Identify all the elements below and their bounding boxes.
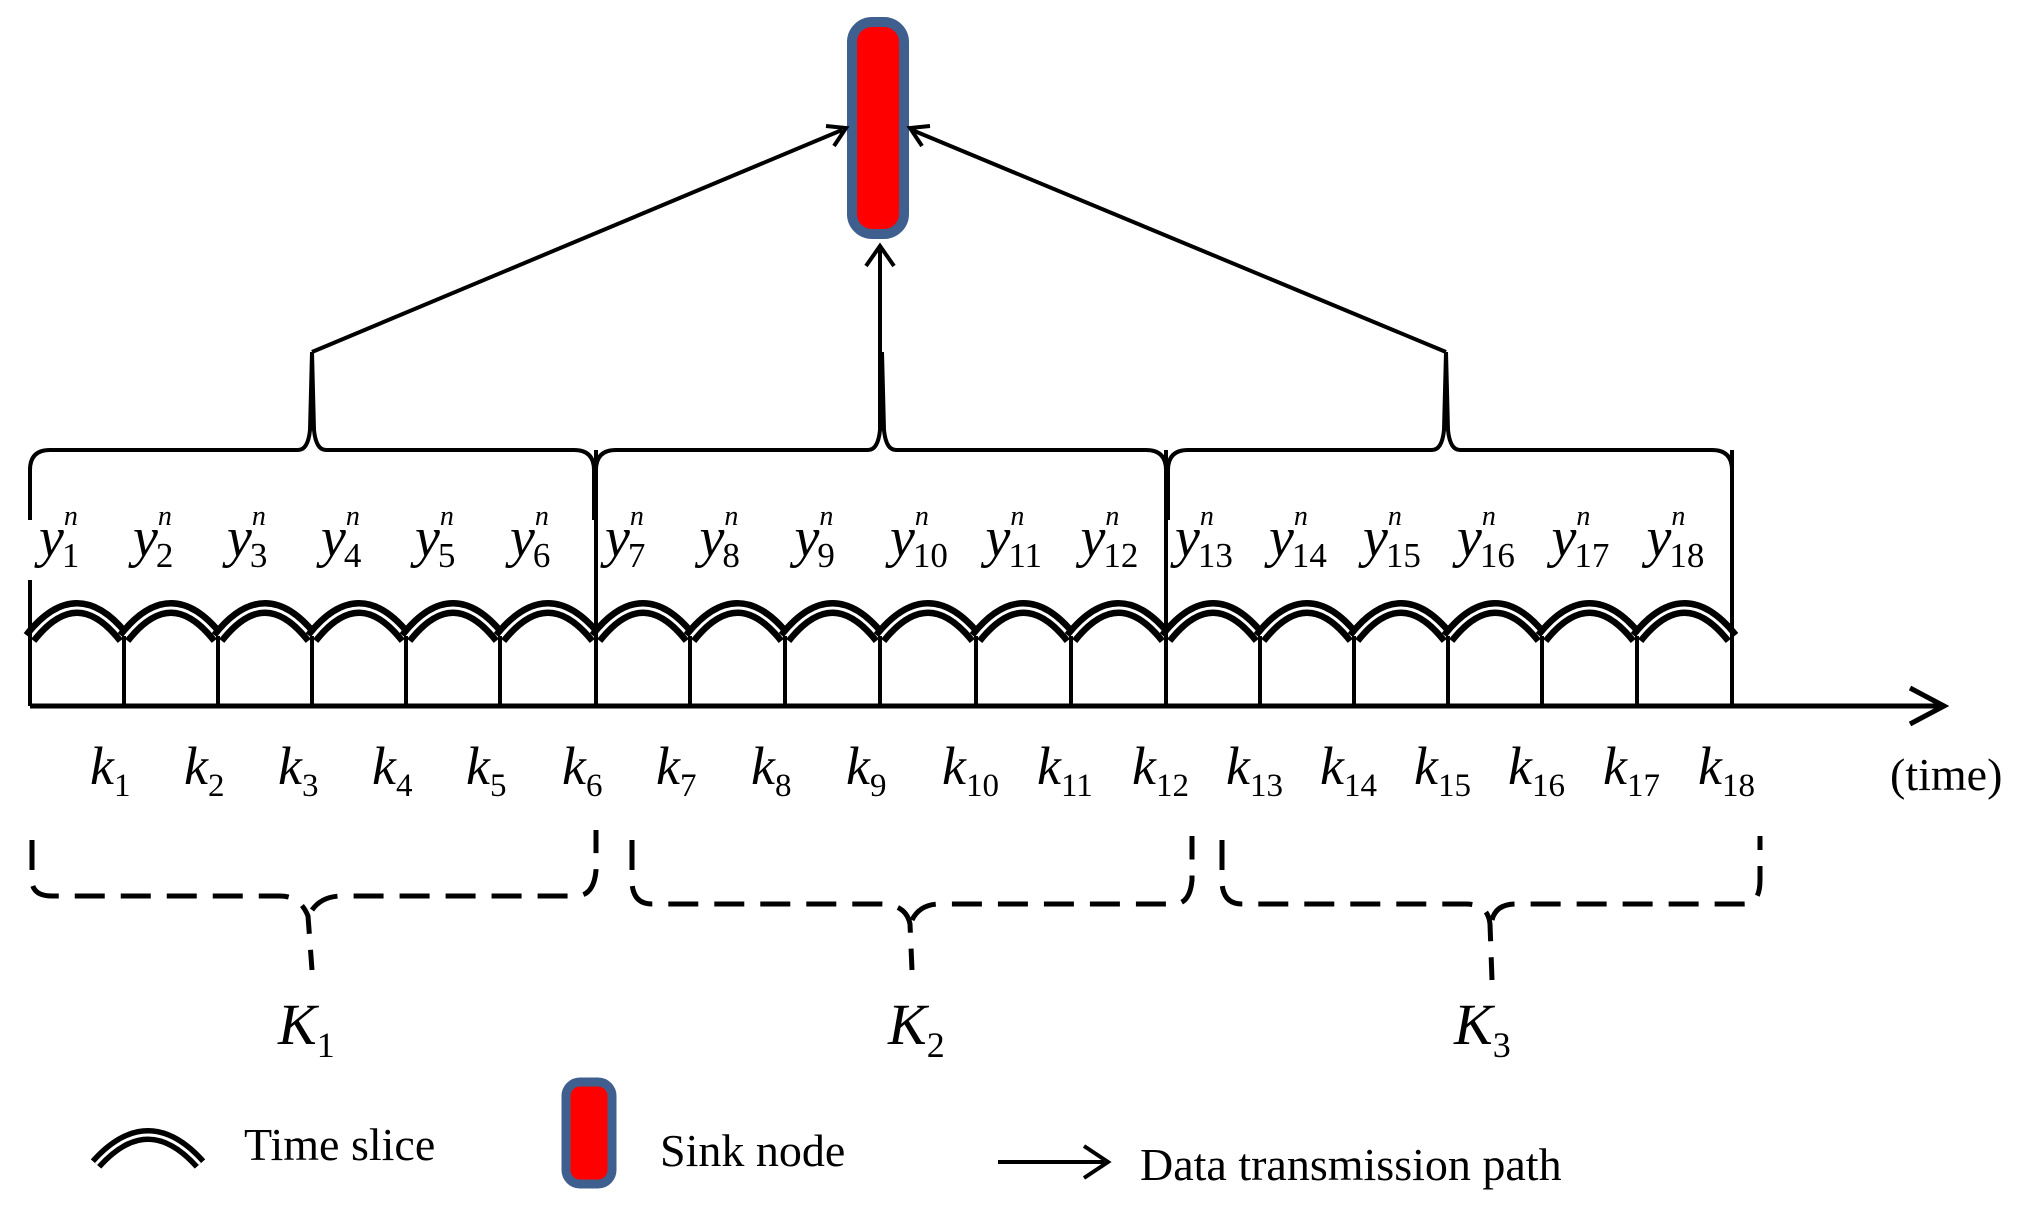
legend-sink-node-label: Sink node (660, 1125, 845, 1176)
legend-sink-node-icon (561, 1077, 617, 1189)
brace-group-1 (28, 351, 596, 520)
time-slice-arc-highlight (1164, 606, 1262, 639)
k-label: k14 (1320, 736, 1377, 804)
time-slice-arc-highlight (498, 606, 598, 639)
k-label: k6 (562, 736, 602, 804)
time-slice-arc-highlight (594, 606, 692, 639)
time-slice-arc-highlight (1635, 606, 1734, 639)
group-labels: K1 K2 K3 (277, 992, 1511, 1065)
k-label: k8 (751, 736, 791, 804)
sink-node (847, 17, 909, 239)
time-slice-arc-highlight (1258, 606, 1356, 639)
k-label: k4 (372, 736, 412, 804)
time-slice-arc-highlight (216, 606, 314, 639)
group-label: K2 (887, 992, 945, 1065)
time-slice-arc-highlight (1446, 606, 1544, 639)
group-label: K3 (1453, 992, 1511, 1065)
k-label: k2 (184, 736, 224, 804)
k-label: k7 (656, 736, 696, 804)
time-slice-arc-highlight (28, 606, 126, 639)
time-slice-arc-highlight (1352, 606, 1450, 639)
k-label: k5 (466, 736, 506, 804)
time-slice-arc-highlight (1540, 606, 1639, 639)
k-label: k1 (90, 736, 130, 804)
time-slice-arcs (23, 600, 1739, 644)
k-label: k3 (278, 736, 318, 804)
legend-data-path-label: Data transmission path (1140, 1139, 1562, 1190)
time-slice-arc-highlight (783, 606, 882, 639)
legend-time-slice-label: Time slice (244, 1119, 435, 1170)
time-slice-arc-highlight (974, 606, 1073, 639)
k-label: k13 (1226, 736, 1283, 804)
top-braces (28, 351, 1734, 520)
k-label: k17 (1603, 736, 1660, 804)
time-slice-arc-highlight (310, 606, 408, 639)
brace-group-2 (594, 351, 1168, 520)
bottom-dashed-braces (29, 830, 1763, 981)
legend-time-slice-icon (90, 1128, 206, 1169)
time-label: (time) (1890, 749, 2002, 800)
time-axis-ticks (122, 636, 1639, 706)
brace-group-3 (1166, 351, 1734, 520)
dashed-brace-3 (1219, 836, 1763, 981)
time-slice-arc-highlight (1069, 606, 1168, 639)
time-slice-arc-highlight (122, 606, 220, 639)
k-label: k18 (1698, 736, 1755, 804)
time-slice-arc-highlight (404, 606, 502, 639)
k-label: k9 (846, 736, 886, 804)
dashed-brace-1 (29, 830, 599, 971)
arrow-right-group (911, 128, 1447, 354)
k-labels: k1 k2 k3 k4 k5 k6 k7 k8 k9 k10 k11 k12 k13 k14 k15 k16 k… (90, 736, 1755, 804)
k-label: k16 (1508, 736, 1565, 804)
legend: Time slice Sink node Data transmission p… (90, 1077, 1562, 1190)
time-slice-arc-highlight (688, 606, 787, 639)
k-label: k10 (942, 736, 999, 804)
k-label: k15 (1414, 736, 1471, 804)
k-label: k12 (1132, 736, 1189, 804)
time-slice-arc-highlight (878, 606, 978, 639)
dashed-brace-2 (629, 836, 1195, 971)
k-label: k11 (1037, 736, 1093, 804)
arrow-left-group (311, 128, 843, 354)
time-axis (28, 450, 1950, 727)
legend-arrow-icon (998, 1144, 1112, 1180)
group-label: K1 (277, 992, 335, 1065)
